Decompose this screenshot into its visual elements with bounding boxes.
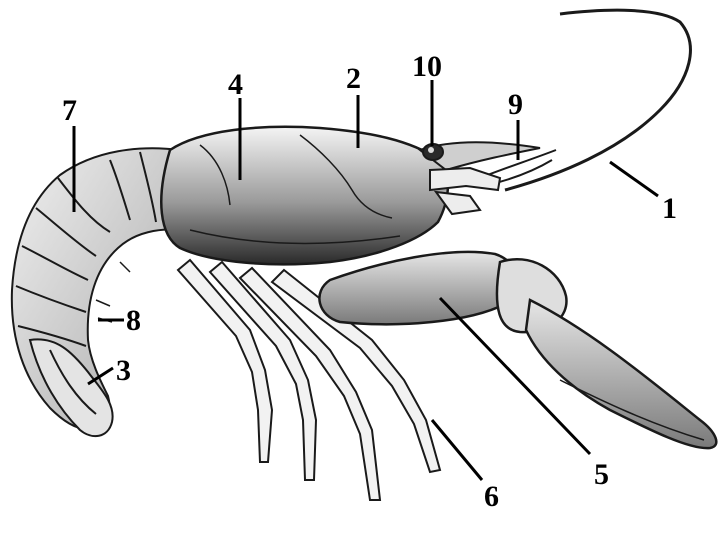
label-7: 7	[62, 94, 77, 127]
label-2: 2	[346, 62, 361, 95]
label-1: 1	[662, 192, 677, 225]
cephalothorax	[161, 127, 448, 264]
label-3: 3	[116, 354, 131, 387]
label-9: 9	[508, 88, 523, 121]
antenna	[505, 10, 690, 190]
label-6: 6	[484, 480, 499, 513]
eye	[423, 144, 443, 160]
label-10: 10	[412, 50, 442, 83]
label-8: 8	[126, 304, 141, 337]
label-5: 5	[594, 458, 609, 491]
label-4: 4	[228, 68, 243, 101]
leader-1	[610, 162, 658, 196]
